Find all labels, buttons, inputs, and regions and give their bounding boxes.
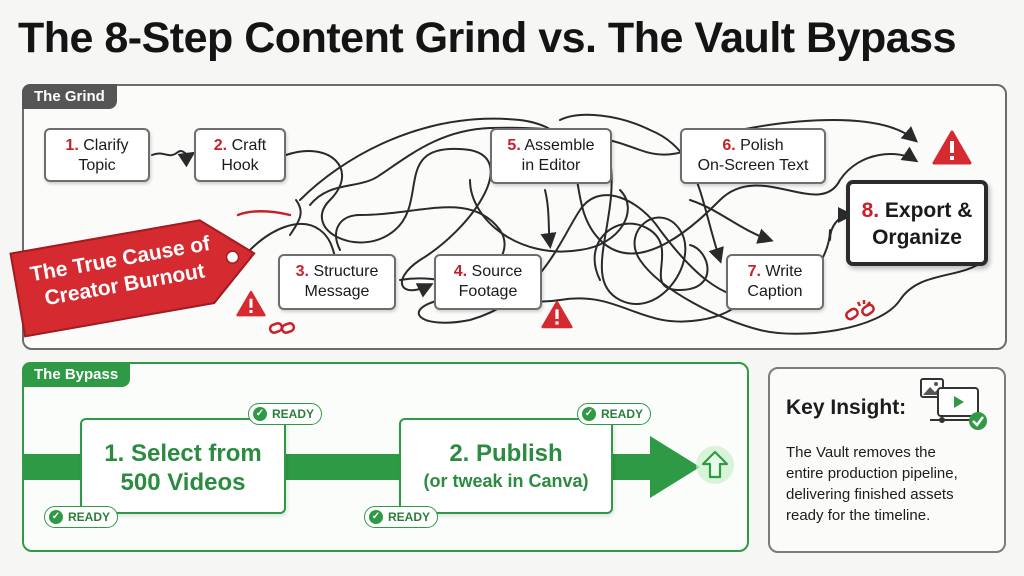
bypass-step-select: 1. Select from 500 Videos: [80, 418, 286, 514]
warning-icon: [236, 290, 266, 317]
grind-step-8: 8. Export & Organize: [846, 180, 988, 266]
video-asset-icon: [920, 378, 987, 430]
check-icon: ✓: [582, 407, 596, 421]
grind-step-1: 1. Clarify Topic: [44, 128, 150, 182]
grind-step-7: 7. Write Caption: [726, 254, 824, 310]
page-title: The 8-Step Content Grind vs. The Vault B…: [18, 14, 957, 62]
bypass-flow-arrow: [24, 436, 700, 498]
bypass-step-publish: 2. Publish (or tweak in Canva): [399, 418, 613, 514]
grind-label: The Grind: [22, 84, 117, 109]
grind-step-6: 6. Polish On-Screen Text: [680, 128, 826, 184]
insight-body: The Vault removes the entire production …: [786, 444, 958, 524]
grind-step-2: 2. Craft Hook: [194, 128, 286, 182]
ready-badge: ✓READY: [577, 403, 652, 425]
check-icon: ✓: [369, 510, 383, 524]
warning-icon: [541, 301, 573, 329]
broken-link-icon: [845, 300, 875, 321]
bypass-label: The Bypass: [22, 362, 131, 387]
warning-icon: [932, 130, 972, 165]
ready-badge: ✓READY: [248, 403, 323, 425]
insight-title: Key Insight:: [786, 396, 907, 419]
up-arrow-icon: [696, 446, 734, 484]
broken-link-icon: [268, 322, 296, 334]
ready-badge: ✓READY: [44, 506, 119, 528]
check-icon: ✓: [49, 510, 63, 524]
grind-step-3: 3. Structure Message: [278, 254, 396, 310]
burnout-tag: The True Cause of Creator Burnout: [6, 205, 269, 343]
grind-step-5: 5. Assemble in Editor: [490, 128, 612, 184]
grind-step-4: 4. Source Footage: [434, 254, 542, 310]
ready-badge: ✓READY: [364, 506, 439, 528]
check-icon: ✓: [253, 407, 267, 421]
